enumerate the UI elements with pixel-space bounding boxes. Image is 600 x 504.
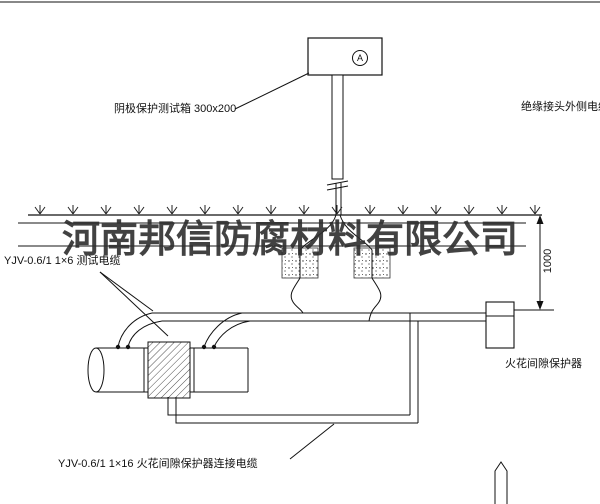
dimension-line <box>514 215 554 311</box>
company-watermark: 河南邦信防腐材料有限公司 <box>62 216 519 261</box>
test-box <box>307 37 383 76</box>
label-insulated-joint-cable: 绝缘接头外侧电缆 <box>521 101 600 113</box>
label-spark-gap-protector: 火花间隙保护器 <box>505 358 582 370</box>
ground-rod-symbol <box>494 461 508 504</box>
ammeter-symbol: A <box>352 50 368 66</box>
cable-runs <box>117 312 486 424</box>
conduit-riser <box>326 74 349 215</box>
insulated-coupling <box>147 341 191 399</box>
label-protector-cable: YJV-0.6/1 1×16 火花间隙保护器连接电缆 <box>58 458 258 470</box>
dimension-text-1000: 1000 <box>542 248 554 274</box>
spark-gap-protector <box>485 301 515 349</box>
label-test-cable: YJV-0.6/1 1×6 测试电缆 <box>4 255 121 267</box>
label-test-box: 阴极保护测试箱 300x200 <box>114 103 237 115</box>
ground-line <box>28 204 542 216</box>
leader-lines <box>99 72 335 460</box>
watermark-strike-lines <box>18 222 526 247</box>
